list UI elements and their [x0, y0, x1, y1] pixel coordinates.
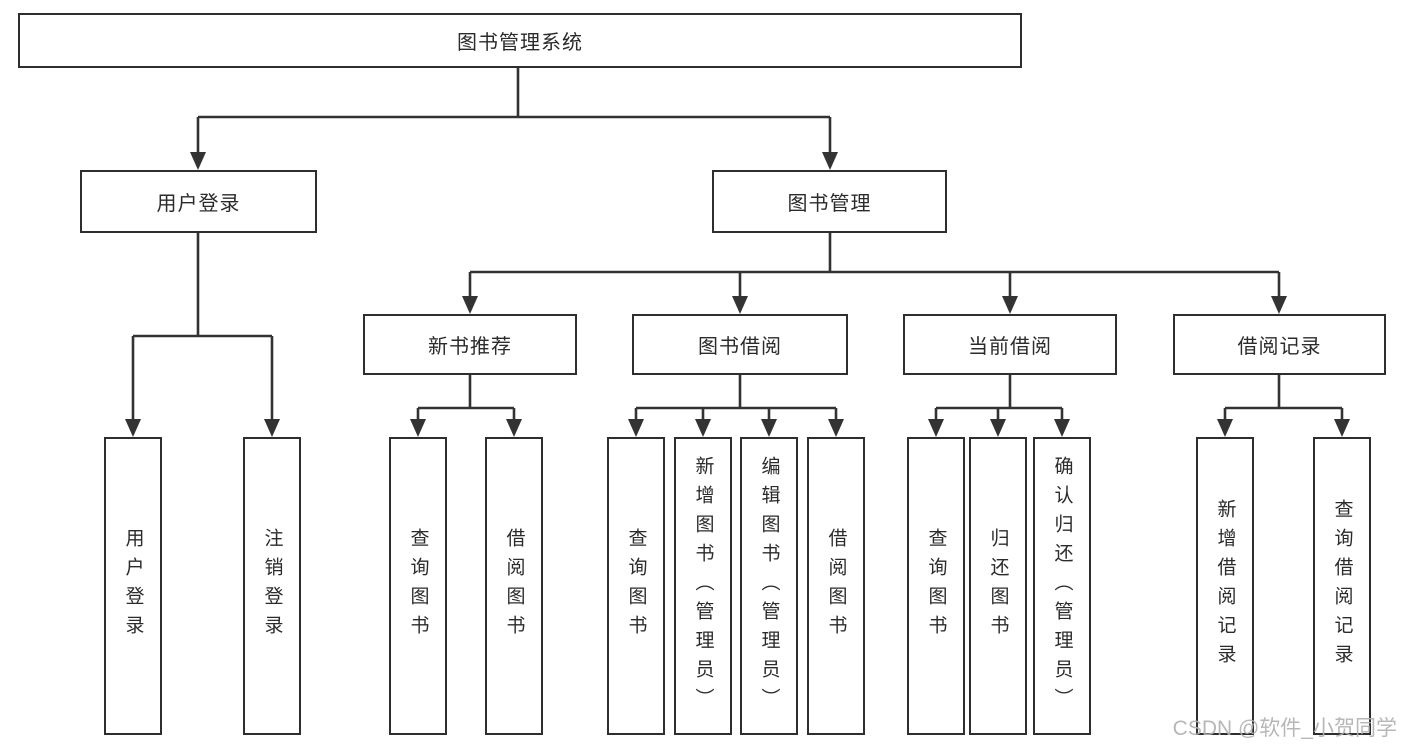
leaf-borrow-book: 借阅图书 [807, 437, 865, 735]
leaf-edit-book-admin: 编辑图书（管理员） [740, 437, 798, 735]
leaf-logout-label: 注销登录 [261, 528, 283, 644]
node-borrow-records-label: 借阅记录 [1237, 336, 1322, 358]
leaf-confirm-return-admin: 确认归还（管理员） [1033, 437, 1091, 735]
node-book-borrow: 图书借阅 [632, 314, 848, 375]
leaf-borrow-book-label: 借阅图书 [825, 528, 847, 644]
leaf-add-book-admin: 新增图书（管理员） [674, 437, 732, 735]
leaf-borrow-book-recommend: 借阅图书 [485, 437, 543, 735]
node-current-borrow: 当前借阅 [903, 314, 1117, 375]
leaf-return-book: 归还图书 [969, 437, 1027, 735]
leaf-query-book-current: 查询图书 [907, 437, 965, 735]
node-new-book-recommend-label: 新书推荐 [428, 336, 512, 358]
node-user-login-label: 用户登录 [156, 193, 241, 215]
node-root: 图书管理系统 [18, 13, 1022, 68]
leaf-add-borrow-record-label: 新增借阅记录 [1214, 499, 1236, 673]
node-book-management: 图书管理 [712, 170, 947, 233]
node-borrow-records: 借阅记录 [1173, 314, 1386, 375]
leaf-query-borrow-record-label: 查询借阅记录 [1331, 499, 1353, 673]
leaf-user-login-label: 用户登录 [122, 528, 144, 644]
node-user-login: 用户登录 [80, 170, 317, 233]
leaf-query-book-recommend: 查询图书 [389, 437, 447, 735]
leaf-add-book-admin-label: 新增图书（管理员） [692, 455, 714, 717]
leaf-query-book-recommend-label: 查询图书 [407, 528, 429, 644]
leaf-query-book-borrow: 查询图书 [607, 437, 665, 735]
node-current-borrow-label: 当前借阅 [968, 336, 1052, 358]
leaf-user-login: 用户登录 [104, 437, 162, 735]
leaf-return-book-label: 归还图书 [987, 528, 1009, 644]
watermark: CSDN @软件_小贺同学 [1172, 717, 1397, 740]
node-book-management-label: 图书管理 [787, 193, 872, 215]
leaf-query-book-borrow-label: 查询图书 [625, 528, 647, 644]
leaf-edit-book-admin-label: 编辑图书（管理员） [758, 455, 780, 717]
leaf-query-borrow-record: 查询借阅记录 [1313, 437, 1371, 735]
leaf-borrow-book-recommend-label: 借阅图书 [503, 528, 525, 644]
node-root-label: 图书管理系统 [457, 32, 583, 54]
node-book-borrow-label: 图书借阅 [698, 336, 782, 358]
node-new-book-recommend: 新书推荐 [363, 314, 577, 375]
leaf-logout: 注销登录 [243, 437, 301, 735]
leaf-add-borrow-record: 新增借阅记录 [1196, 437, 1254, 735]
leaf-confirm-return-admin-label: 确认归还（管理员） [1051, 455, 1073, 717]
leaf-query-book-current-label: 查询图书 [925, 528, 947, 644]
arrowheads [125, 152, 1350, 437]
